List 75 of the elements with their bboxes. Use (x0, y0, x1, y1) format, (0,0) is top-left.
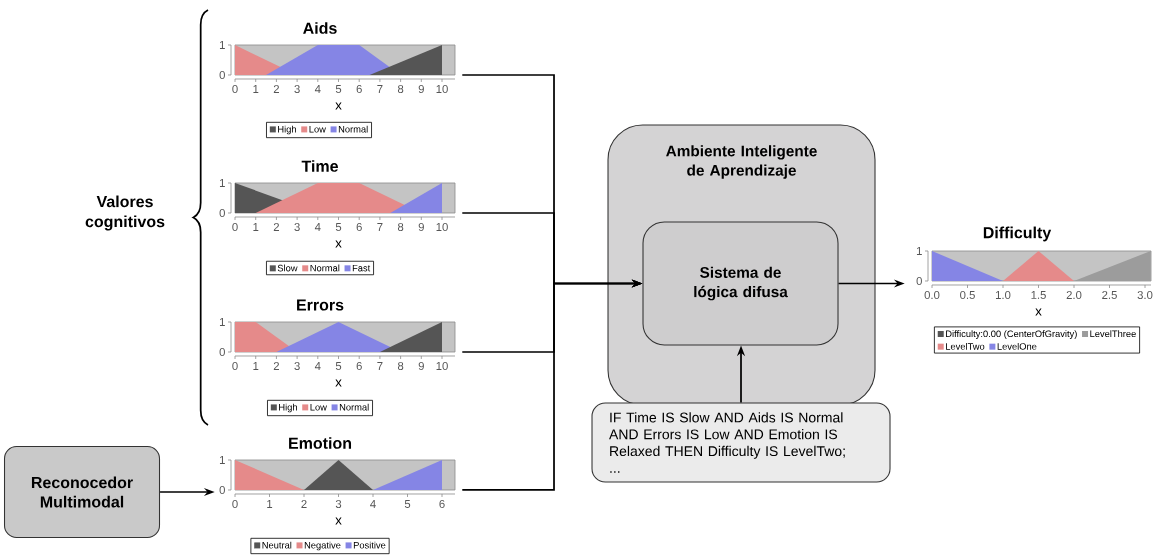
tick-label: 10 (436, 85, 448, 93)
tick-label: 0 (232, 223, 238, 231)
tick-label: 8 (397, 223, 404, 231)
tick-label: 1 (219, 456, 225, 464)
tick-label: 0 (232, 500, 238, 508)
tick-label: 1 (219, 318, 225, 326)
axis-label: x (335, 240, 342, 248)
tick-label: 1 (267, 500, 273, 508)
tick-label: 4 (314, 85, 321, 93)
tick-label: 1 (253, 362, 259, 370)
tick-label: 8 (397, 85, 404, 93)
tick-label: 8 (397, 362, 404, 370)
tick-label: 5 (335, 362, 342, 370)
tick-label: 0 (232, 85, 238, 93)
tick-label: 3 (294, 362, 300, 370)
tick-label: 1.0 (996, 291, 1011, 299)
tick-label: 1 (219, 41, 225, 49)
axis-label: x (335, 517, 342, 525)
chart-title: Time (301, 160, 338, 172)
tick-label: 2 (301, 500, 307, 508)
tick-label: 4 (314, 223, 321, 231)
chart-title: Difficulty (983, 226, 1052, 242)
axis-label: x (1035, 308, 1042, 316)
tick-label: 0 (219, 71, 225, 79)
chart-legend: Slow Normal Fast (266, 260, 374, 276)
tick-label: 1 (916, 247, 922, 255)
tick-label: 7 (377, 85, 383, 93)
process-box: Reconocedor Multimodal (4, 445, 161, 539)
tick-label: 3.0 (1137, 291, 1153, 299)
tick-label: 1 (219, 179, 225, 187)
tick-label: 4 (370, 500, 376, 508)
chart-legend: High Low Normal (267, 399, 373, 417)
tick-label: 0 (219, 486, 225, 494)
tick-label: 6 (356, 223, 362, 231)
tick-label: 3 (294, 85, 300, 93)
chart-title: Emotion (289, 437, 351, 449)
tick-label: 2 (273, 223, 279, 231)
tick-label: 5 (335, 223, 342, 231)
tick-label: 9 (418, 223, 424, 231)
tick-label: 2 (273, 85, 279, 93)
tick-label: 10 (436, 362, 448, 370)
chart-legend: Neutral Negative Positive (250, 537, 390, 555)
tick-label: 9 (418, 362, 424, 370)
tick-label: 1 (253, 85, 259, 93)
process-box: Sistema de lógica difusa (642, 221, 839, 346)
tick-label: 2.5 (1102, 291, 1117, 299)
tick-label: 6 (439, 500, 445, 508)
tick-label: 3 (294, 223, 300, 231)
tick-label: 0.0 (924, 291, 940, 299)
tick-label: 0 (219, 209, 225, 217)
tick-label: 2 (273, 362, 279, 370)
tick-label: 7 (377, 223, 383, 231)
tick-label: 1 (253, 223, 259, 231)
chart-title: Aids (303, 22, 337, 34)
chart-legend: Difficulty:0.00 (CenterOfGravity) LevelThree LevelTwo LevelOne (934, 326, 1140, 354)
axis-label: x (335, 102, 342, 110)
tick-label: 0.5 (960, 291, 975, 299)
tick-label: 2.0 (1066, 291, 1082, 299)
axis-label: x (335, 379, 342, 387)
chart-title: Errors (297, 299, 344, 311)
tick-label: 0 (232, 362, 238, 370)
tick-label: 0 (916, 277, 922, 285)
tick-label: 6 (356, 362, 362, 370)
tick-label: 6 (356, 85, 362, 93)
tick-label: 1.5 (1031, 291, 1046, 299)
tick-label: 9 (418, 85, 424, 93)
group-label: Valores cognitivos (85, 195, 165, 231)
tick-label: 3 (335, 500, 342, 508)
tick-label: 7 (377, 362, 383, 370)
tick-label: 5 (404, 500, 411, 508)
tick-label: 4 (314, 362, 321, 370)
tick-label: 0 (219, 348, 225, 356)
tick-label: 5 (335, 85, 342, 93)
chart-legend: High Low Normal (266, 121, 372, 139)
tick-label: 10 (436, 223, 448, 231)
